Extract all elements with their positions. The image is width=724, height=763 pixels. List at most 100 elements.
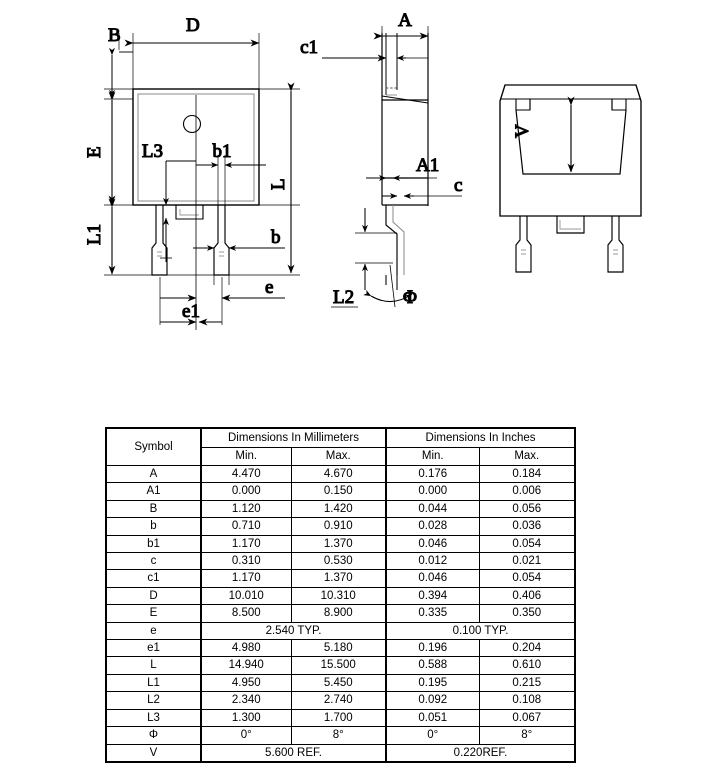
dim-label-V: V (512, 124, 533, 138)
side-view-geometry: c1 A A1 c L (300, 9, 463, 308)
cell-in-min: 0.028 (385, 517, 480, 536)
package-drawing-area: D B E L1 L L3 (83, 9, 642, 330)
cell-in-min: 0.092 (385, 691, 480, 710)
cell-symbol: b (105, 517, 202, 536)
cell-in-max: 0.054 (478, 569, 577, 588)
cell-symbol: b1 (105, 534, 202, 554)
cell-symbol: V (105, 743, 202, 763)
dimensions-table-wrapper: Symbol Dimensions In Millimeters Dimensi… (105, 427, 577, 763)
header-symbol: Symbol (105, 427, 202, 466)
cell-mm-max: 2.740 (290, 691, 388, 710)
dim-label-L1: L1 (84, 224, 105, 245)
cell-mm-min: 1.170 (200, 569, 292, 588)
dim-label-c: c (454, 175, 462, 196)
cell-symbol: Φ (105, 726, 202, 745)
package-outline-svg: D B E L1 L L3 (83, 9, 642, 330)
cell-mm-max: 4.670 (290, 464, 388, 484)
cell-mm-max: 0.910 (290, 517, 388, 536)
dim-label-e: e (265, 277, 273, 298)
dim-label-b: b (271, 227, 281, 248)
cell-mm-min: 1.170 (200, 534, 292, 554)
dim-label-c1: c1 (300, 37, 318, 58)
dim-label-L2: L2 (333, 287, 354, 308)
cell-in-max: 0.350 (478, 604, 577, 623)
cell-symbol: E (105, 604, 202, 623)
dim-label-D: D (186, 15, 200, 36)
dim-label-A: A (398, 10, 412, 31)
cell-symbol: A1 (105, 482, 202, 501)
cell-in-min: 0.046 (385, 569, 480, 588)
dim-label-E: E (84, 146, 105, 158)
cell-mm-min: 14.940 (200, 656, 292, 675)
cell-in-min: 0.196 (385, 639, 480, 658)
cell-mm-max: 5.450 (290, 673, 388, 693)
cell-symbol: L3 (105, 708, 202, 728)
cell-in-span: 0.220REF. (385, 743, 577, 763)
cell-in-min: 0.176 (385, 464, 480, 484)
cell-symbol: c (105, 552, 202, 571)
dim-label-phi: Φ (403, 287, 417, 308)
cell-in-min: 0.012 (385, 552, 480, 571)
dim-label-L: L (268, 178, 289, 190)
cell-symbol: A (105, 464, 202, 484)
header-group-inches: Dimensions In Inches (385, 427, 577, 448)
header-in-max: Max. (478, 447, 577, 466)
cell-symbol: D (105, 586, 202, 606)
cell-in-min: 0.044 (385, 499, 480, 519)
header-group-millimeters: Dimensions In Millimeters (200, 427, 388, 448)
cell-mm-span: 5.600 REF. (200, 743, 388, 763)
cell-mm-min: 8.500 (200, 604, 292, 623)
cell-in-max: 0.067 (478, 708, 577, 728)
dim-label-B: B (108, 25, 121, 46)
table-header: Symbol Dimensions In Millimeters Dimensi… (105, 427, 577, 466)
rear-view-geometry: V (499, 84, 642, 273)
dim-label-b1: b1 (213, 141, 232, 162)
header-in-min: Min. (385, 447, 480, 466)
cell-in-max: 0.006 (478, 482, 577, 501)
cell-in-min: 0.588 (385, 656, 480, 675)
cell-in-min: 0.335 (385, 604, 480, 623)
cell-in-max: 0.056 (478, 499, 577, 519)
cell-in-max: 0.610 (478, 656, 577, 675)
cell-in-min: 0.000 (385, 482, 480, 501)
cell-in-span: 0.100 TYP. (385, 621, 577, 641)
cell-symbol: L (105, 656, 202, 675)
cell-mm-min: 0.310 (200, 552, 292, 571)
cell-in-max: 0.184 (478, 464, 577, 484)
table-header-row-sub: Min. Max. Min. Max. (106, 447, 577, 466)
cell-in-min: 0° (385, 726, 480, 745)
cell-mm-max: 15.500 (290, 656, 388, 675)
cell-in-min: 0.394 (385, 586, 480, 606)
cell-mm-min: 2.340 (200, 691, 292, 710)
cell-symbol: e (105, 621, 202, 641)
cell-in-max: 0.204 (478, 639, 577, 658)
cell-mm-span: 2.540 TYP. (200, 621, 388, 641)
cell-symbol: e1 (105, 639, 202, 658)
cell-symbol: L1 (105, 673, 202, 693)
cell-in-max: 0.036 (478, 517, 577, 536)
cell-mm-max: 1.700 (290, 708, 388, 728)
cell-mm-min: 1.300 (200, 708, 292, 728)
cell-mm-max: 8° (290, 726, 388, 745)
cell-mm-max: 0.530 (290, 552, 388, 571)
cell-in-max: 0.054 (478, 534, 577, 554)
cell-mm-max: 1.370 (290, 534, 388, 554)
dimensions-table: Symbol Dimensions In Millimeters Dimensi… (105, 427, 577, 763)
dim-label-e1: e1 (182, 301, 200, 322)
cell-mm-max: 10.310 (290, 586, 388, 606)
cell-mm-max: 1.370 (290, 569, 388, 588)
cell-mm-min: 10.010 (200, 586, 292, 606)
cell-mm-min: 0° (200, 726, 292, 745)
